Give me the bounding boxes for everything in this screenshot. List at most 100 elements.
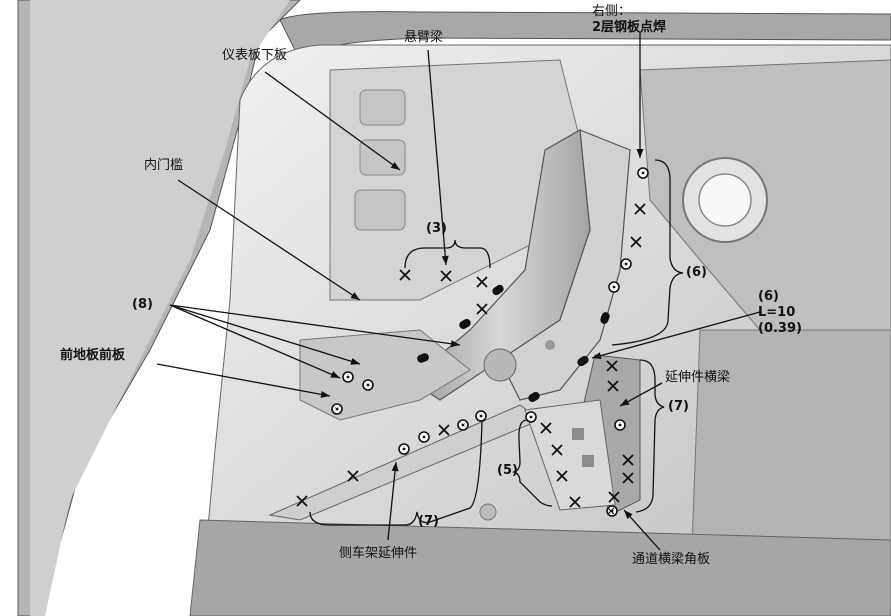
x-mark-stroke — [476, 276, 488, 288]
plug-weld-circle-center — [346, 375, 350, 379]
bracket-callout-7-right — [635, 359, 665, 513]
callout-6-length: L=10 — [758, 305, 796, 320]
plug-weld-circle-center — [618, 423, 622, 427]
callout-6-inch: (0.39) — [758, 321, 802, 336]
spot-weld-x-mark — [606, 360, 618, 372]
x-mark-stroke — [438, 424, 450, 436]
callout-8: (8) — [132, 297, 153, 312]
leader-arrowhead — [441, 255, 449, 265]
seam-weld-mark — [528, 392, 540, 402]
pillar-hole — [483, 348, 517, 382]
spot-weld-x-mark — [556, 470, 568, 482]
x-mark-stroke — [440, 270, 452, 282]
side-frame-extension-label: 侧车架延伸件 — [339, 546, 418, 561]
plug-weld-circle-center — [624, 262, 628, 266]
spot-weld-x-mark — [630, 236, 642, 248]
callout-7-right: (7) — [668, 399, 689, 414]
plug-weld-circle-center — [529, 415, 533, 419]
pillar-hole-small — [545, 340, 555, 350]
x-mark-stroke — [551, 444, 563, 456]
seam-weld-mark — [577, 355, 589, 367]
spot-weld-x-mark — [608, 491, 620, 503]
right-side-title-label: 右侧： — [592, 4, 632, 19]
seam-weld-mark — [417, 353, 429, 363]
leader-arrowhead — [330, 371, 340, 378]
spot-weld-x-mark — [634, 203, 646, 215]
x-mark-stroke — [569, 496, 581, 508]
plug-weld-circle-center — [641, 171, 645, 175]
cantilever-beam-label: 悬臂梁 — [404, 30, 444, 45]
leader-arrowhead — [350, 292, 360, 300]
x-mark-stroke — [634, 203, 646, 215]
x-mark-stroke — [476, 303, 488, 315]
callout-7-bottom: (7) — [418, 514, 439, 529]
right-floor-section — [689, 329, 891, 601]
bracket-callout-3 — [404, 239, 491, 269]
bracket-callout-5 — [511, 419, 553, 507]
tunnel-crossmember-gusset-label: 通道横梁角板 — [632, 552, 711, 567]
leader-lines-layer — [156, 32, 761, 551]
front-floor-region — [299, 329, 471, 421]
leader-arrowhead — [592, 352, 602, 360]
callout-6-lower: (6) — [758, 289, 779, 304]
x-mark-stroke — [607, 380, 619, 392]
leader-lower-dash-panel — [264, 71, 401, 171]
spot-weld-x-mark — [438, 424, 450, 436]
spot-weld-x-mark — [399, 269, 411, 281]
dash-panel-rib — [359, 89, 406, 126]
gusset-bolt — [582, 455, 594, 467]
callout-5: (5) — [497, 463, 518, 478]
seam-weld-mark — [459, 319, 471, 329]
leader-arrowhead — [391, 462, 399, 472]
x-mark-stroke — [622, 472, 634, 484]
plug-weld-circle-center — [422, 435, 426, 439]
combined-mark-stroke — [607, 507, 615, 515]
leader-callout-8-a — [169, 304, 361, 365]
callout-6-upper: (6) — [686, 265, 707, 280]
x-mark-stroke — [540, 422, 552, 434]
floor-hole — [479, 503, 497, 521]
spot-weld-x-mark — [622, 454, 634, 466]
spot-weld-x-mark — [347, 470, 359, 482]
leader-arrowhead — [350, 358, 360, 365]
spot-weld-x-mark — [540, 422, 552, 434]
bracket-callout-6-upper — [611, 159, 684, 346]
spot-weld-x-mark — [476, 303, 488, 315]
x-mark-stroke — [608, 491, 620, 503]
leader-cantilever-beam — [427, 49, 447, 266]
leader-arrowhead — [620, 398, 630, 406]
leader-inner-sill — [177, 179, 361, 301]
plug-weld-circle-center — [612, 285, 616, 289]
seam-weld-mark — [492, 284, 504, 296]
leader-arrowhead — [390, 161, 400, 170]
spot-weld-x-mark — [569, 496, 581, 508]
x-mark-stroke — [347, 470, 359, 482]
spot-weld-x-mark — [440, 270, 452, 282]
plug-weld-circle-center — [402, 447, 406, 451]
callout-3: (3) — [426, 221, 447, 236]
center-pillar-right — [499, 129, 631, 401]
front-floor-front-panel-label: 前地板前板 — [60, 348, 126, 363]
leader-callout-8-b — [169, 304, 341, 379]
leader-callout-8-c — [169, 304, 461, 346]
weld-marks-layer — [296, 167, 649, 517]
x-mark-stroke — [630, 236, 642, 248]
bracket-callout-7-bottom — [309, 419, 483, 526]
spot-weld-x-mark — [296, 495, 308, 507]
seam-weld-mark — [600, 312, 610, 324]
plug-weld-circle-center — [461, 423, 465, 427]
leader-arrowhead — [450, 340, 460, 348]
lower-dash-panel-label: 仪表板下板 — [222, 48, 288, 63]
strut-tower-hole-inner — [698, 173, 752, 227]
left-fender-highlight — [30, 0, 290, 616]
gusset-bolt — [572, 428, 584, 440]
floor-bottom-edge — [189, 519, 891, 616]
leader-front-floor-front-panel — [156, 363, 331, 397]
spot-weld-x-mark — [476, 276, 488, 288]
plug-weld-circle-center — [479, 414, 483, 418]
spot-weld-x-mark — [607, 380, 619, 392]
leader-side-frame-extension — [387, 461, 397, 541]
leader-arrowhead — [320, 390, 330, 398]
extension-crossmember-label: 延伸件横梁 — [665, 370, 731, 385]
